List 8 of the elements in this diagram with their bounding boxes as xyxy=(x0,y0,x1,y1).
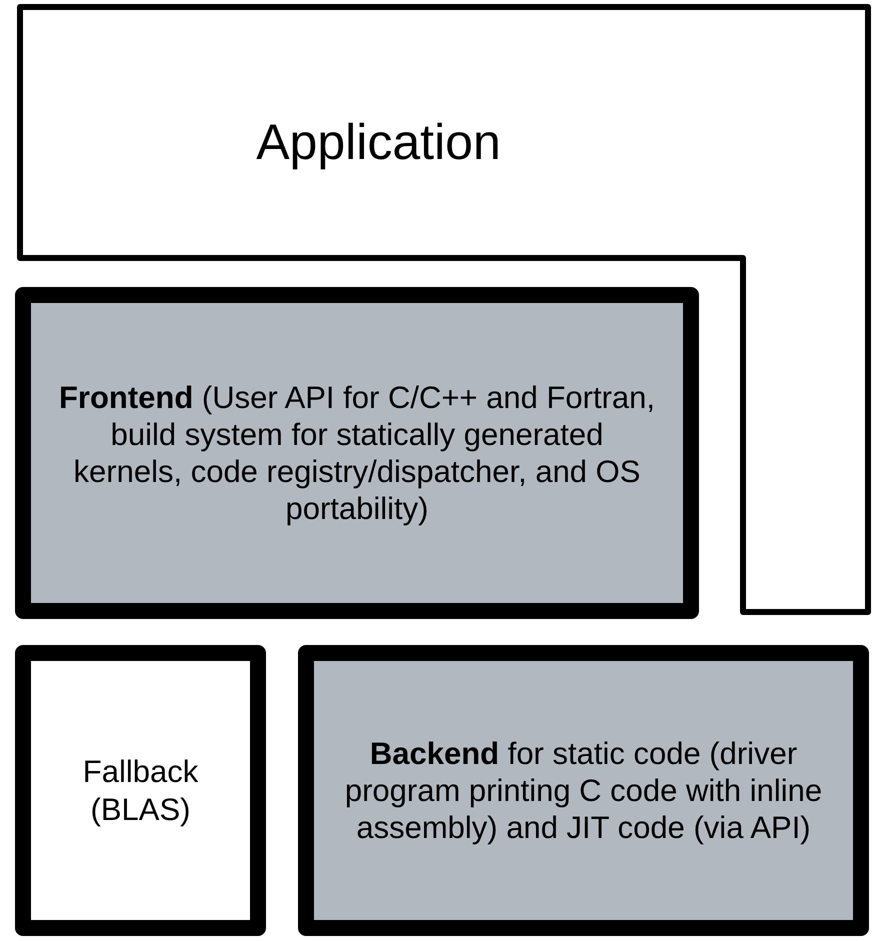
application-region xyxy=(17,4,871,615)
layer-title: Application xyxy=(255,113,502,172)
frontend-box xyxy=(15,287,699,619)
layer-description: Frontend (User API for C/C++ and Fortran, build system for statically generated kernels, code registry/dispatcher, and OS portability) xyxy=(58,378,656,528)
layer-description: Fallback (BLAS) xyxy=(82,753,200,828)
backend-box xyxy=(298,645,869,936)
fallback-box xyxy=(15,645,266,936)
layer-description: Backend for static code (driver program printing C code with inline assembly) and JIT code (via API) xyxy=(344,734,824,846)
